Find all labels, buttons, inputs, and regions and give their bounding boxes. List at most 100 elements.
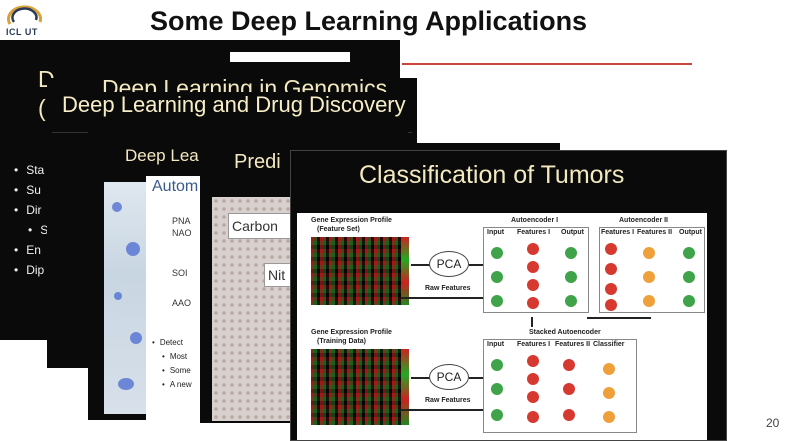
feature-node — [605, 283, 617, 295]
arrow — [469, 377, 483, 379]
gep-feature-label: Gene Expression Profile — [311, 217, 392, 224]
logo-text: ICL UT — [6, 27, 38, 37]
slide-4-bullets: Detect Most Some A new — [152, 336, 192, 392]
list-item: Dir — [14, 200, 58, 220]
stacked-autoencoder-box — [483, 339, 637, 433]
output-node — [565, 271, 577, 283]
output-label: Output — [679, 229, 702, 236]
arrow — [531, 317, 533, 327]
heatmap-image — [311, 349, 401, 425]
carbon-callout: Carbon — [228, 213, 295, 239]
autoencoder-2-label: Autoencoder II — [619, 217, 669, 224]
feature-node — [527, 261, 539, 273]
features-2-label: Features II — [637, 229, 673, 236]
heatmap-image — [311, 237, 401, 305]
gep-feature-sublabel: (Feature Set) — [317, 226, 360, 233]
output-node — [683, 295, 695, 307]
list-item: A new — [162, 378, 192, 392]
list-item: En — [14, 240, 58, 260]
page-title: Some Deep Learning Applications — [150, 6, 588, 36]
slide-3-title: Deep Learning and Drug Discovery — [62, 92, 406, 117]
arrow — [469, 264, 483, 266]
pca-node: PCA — [429, 364, 469, 390]
input-node — [491, 383, 503, 395]
map-dot — [114, 292, 122, 300]
features-1-label: Features I — [517, 341, 551, 348]
input-label: Input — [487, 341, 505, 348]
classifier-node — [603, 411, 615, 423]
map-dot — [126, 242, 140, 256]
raw-features-label: Raw Features — [425, 397, 471, 404]
feature-node — [527, 355, 539, 367]
feature-node — [527, 373, 539, 385]
feature-2-node — [563, 383, 575, 395]
classifier-node — [603, 363, 615, 375]
slide-5-title: Predi — [234, 151, 281, 173]
input-node — [491, 409, 503, 421]
autoencoder-1-box — [483, 227, 589, 313]
map-dot — [112, 202, 122, 212]
slide-1-title-line-2: ( — [38, 95, 46, 121]
slide-background-6: Classification of Tumors Gene Expression… — [290, 150, 727, 441]
nitrogen-callout: Nit — [264, 263, 295, 287]
heatmap-side — [401, 237, 409, 305]
features-1-label: Features I — [517, 229, 551, 236]
feature-2-node — [563, 359, 575, 371]
feature-node — [605, 263, 617, 275]
feature-2-node — [643, 247, 655, 259]
output-node — [565, 295, 577, 307]
axis-label: SOI — [172, 268, 188, 278]
title-underline — [402, 63, 692, 65]
list-item: Sta — [14, 160, 58, 180]
features-1-label: Features I — [601, 229, 635, 236]
raw-features-label: Raw Features — [425, 285, 471, 292]
axis-label: NAO — [172, 228, 192, 238]
gep-train-label: Gene Expression Profile — [311, 329, 392, 336]
slide-background-3: Deep Learning and Drug Discovery — [52, 92, 412, 133]
feature-2-node — [563, 409, 575, 421]
axis-label: PNA — [172, 216, 191, 226]
heatmap-side — [401, 349, 409, 425]
input-label: Input — [487, 229, 505, 236]
autoencoder-2-box — [599, 227, 705, 313]
feature-2-node — [643, 295, 655, 307]
slide-4-title: Deep Lea — [125, 146, 199, 165]
list-item: Detect — [152, 336, 192, 350]
arrow — [587, 317, 651, 319]
autoencoder-1-label: Autoencoder I — [511, 217, 559, 224]
feature-node — [527, 297, 539, 309]
slide-6-title: Classification of Tumors — [359, 161, 625, 189]
arrow — [411, 264, 431, 266]
slide-white-bar — [230, 52, 350, 62]
output-label: Output — [561, 229, 584, 236]
arrow — [411, 377, 431, 379]
output-node — [683, 247, 695, 259]
arrow — [401, 409, 483, 411]
feature-node — [527, 391, 539, 403]
list-item: Some — [162, 364, 192, 378]
feature-2-node — [643, 271, 655, 283]
stacked-autoencoder-label: Stacked Autoencoder — [529, 329, 601, 336]
feature-node — [527, 411, 539, 423]
list-item: Most — [162, 350, 192, 364]
feature-node — [605, 243, 617, 255]
gep-train-sublabel: (Training Data) — [317, 338, 367, 345]
input-node — [491, 295, 503, 307]
axis-label: AAO — [172, 298, 192, 308]
list-item: Su — [14, 180, 58, 200]
classifier-label: Classifier — [593, 341, 625, 348]
map-image — [104, 182, 150, 414]
classifier-node — [603, 387, 615, 399]
list-item: Dip — [14, 260, 58, 280]
arrow — [401, 297, 483, 299]
feature-node — [605, 299, 617, 311]
pca-node: PCA — [429, 251, 469, 277]
input-node — [491, 247, 503, 259]
map-dot — [130, 332, 142, 344]
autoencoder-diagram: Gene Expression Profile (Feature Set) PC… — [297, 213, 707, 440]
icl-logo-icon — [4, 2, 48, 42]
slide-4-panel-title: Autom — [152, 178, 199, 195]
output-node — [565, 247, 577, 259]
page-number: 20 — [766, 416, 780, 430]
input-node — [491, 359, 503, 371]
